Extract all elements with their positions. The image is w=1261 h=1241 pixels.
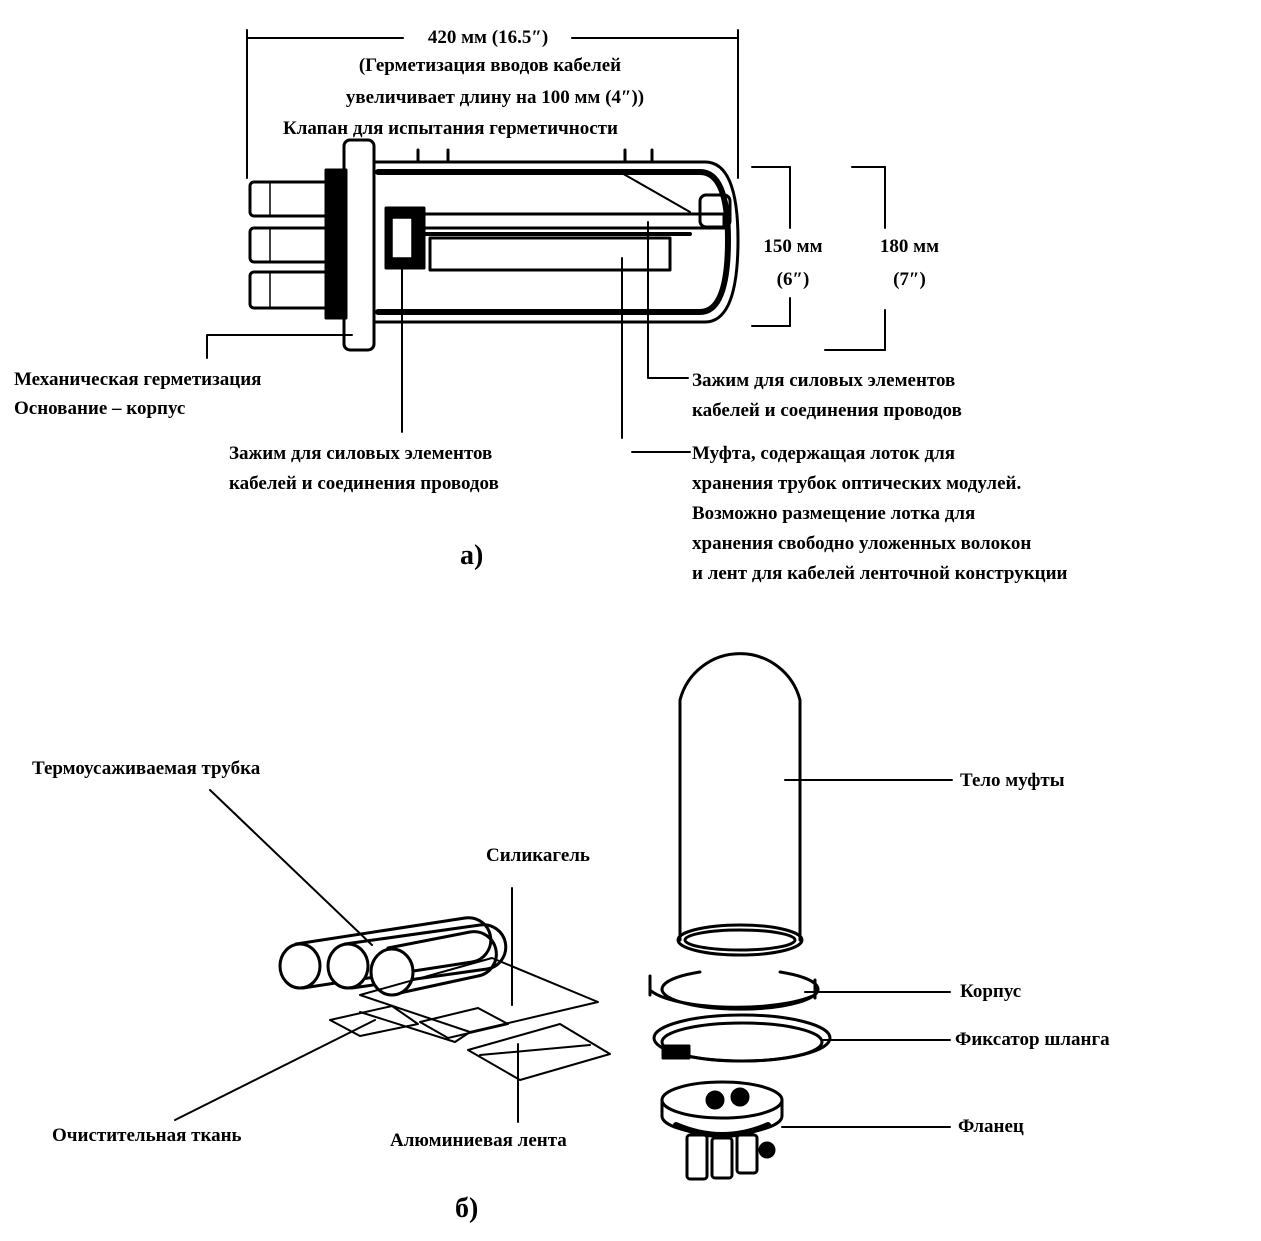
flange-label: Фланец [958, 1116, 1024, 1137]
height-150-label: 150 мм [763, 236, 823, 257]
hose-clamp-label: Фиксатор шланга [955, 1029, 1110, 1050]
height-150-inch-label: (6″) [776, 269, 810, 290]
housing-label: Корпус [960, 981, 1022, 1002]
cleaning-cloth-label: Очистительная ткань [52, 1125, 242, 1146]
sleeve-label-5: и лент для кабелей ленточной конструкции [692, 563, 1068, 584]
height-180-label: 180 мм [879, 236, 940, 257]
sleeve-label-4: хранения свободно уложенных волокон [692, 533, 1032, 554]
mech-seal-label-2: Основание – корпус [14, 398, 186, 419]
caption-b: б) [455, 1193, 479, 1224]
width-note-line-1: (Герметизация вводов кабелей [358, 55, 622, 76]
mech-seal-label-1: Механическая герметизация [14, 369, 262, 390]
caption-a: а) [460, 540, 484, 571]
aluminum-tape-label: Алюминиевая лента [390, 1130, 567, 1151]
clamp-left-label-2: кабелей и соединения проводов [229, 473, 499, 494]
cleaning-cloth-and-tape [329, 1005, 611, 1081]
part-b-leaders [174, 779, 953, 1128]
sleeve-label-1: Муфта, содержащая лоток для [692, 443, 956, 464]
silica-gel-label: Силикагель [486, 845, 590, 866]
heat-shrink-tube-label: Термоусаживаемая трубка [32, 758, 261, 779]
heat-shrink-tubes [278, 916, 508, 997]
width-note-line-2: увеличивает длину на 100 мм (4″)) [345, 87, 645, 108]
clamp-left-label-1: Зажим для силовых элементов [229, 443, 493, 464]
sleeve-label-2: хранения трубок оптических модулей. [692, 473, 1022, 494]
width-dimension-label: 420 мм (16.5″) [427, 27, 549, 48]
sleeve-label-3: Возможно размещение лотка для [692, 503, 976, 524]
height-180-inch-label: (7″) [893, 269, 926, 290]
closure-assembly [648, 652, 832, 1181]
closure-side-view [206, 29, 886, 453]
clamp-right-label-1: Зажим для силовых элементов [692, 370, 956, 391]
test-valve-label: Клапан для испытания герметичности [283, 118, 618, 139]
clamp-right-label-2: кабелей и соединения проводов [692, 400, 962, 421]
closure-body-label: Тело муфты [960, 770, 1065, 791]
